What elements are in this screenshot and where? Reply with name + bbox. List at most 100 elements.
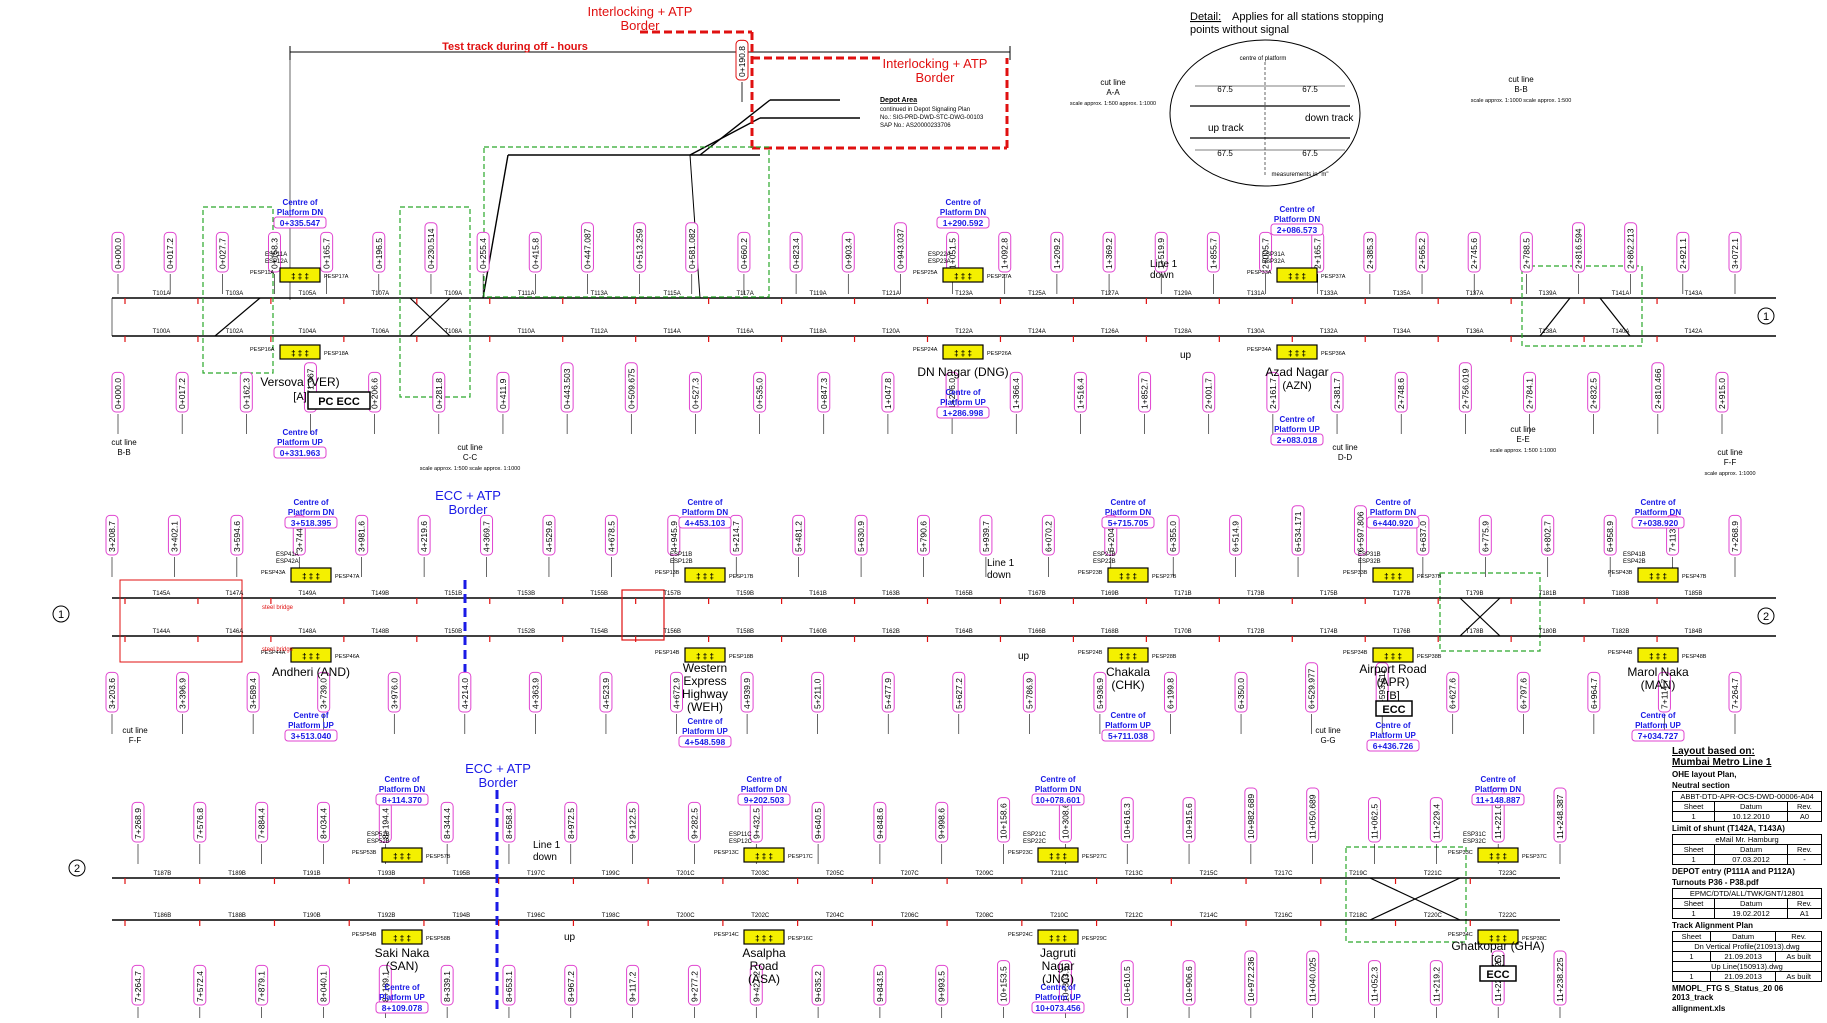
chainage-value: 8+972.5 (566, 808, 576, 839)
centre-platform-dn-value: 7+038.920 (1638, 518, 1679, 528)
legend-doc-2: eMail Mr. Hamburg (1672, 834, 1822, 845)
chainage-box (1415, 231, 1429, 273)
chainage-value: 1+051.5 (948, 238, 958, 269)
row3-chainage-bottom: 10+153.5 (997, 960, 1011, 1006)
row3-chainage-bottom: 11+219.2 (1429, 960, 1443, 1006)
chainage-value: 9+277.2 (689, 971, 699, 1002)
row3-track-section: T206C (901, 913, 920, 919)
gha-ecc-label: ECC (1486, 969, 1509, 981)
row1-track-section: T127A (1101, 291, 1119, 297)
row1-track-section: T140A (1612, 329, 1630, 335)
row2-chainage-bottom: 6+593.611 (1375, 662, 1389, 713)
chainage-box (1102, 231, 1116, 273)
centre-platform-dn-value: 11+148.887 (1476, 795, 1521, 805)
chainage-value: 9+848.6 (875, 808, 885, 839)
centre-platform-up-label: Centre of (1640, 711, 1675, 720)
chainage-box (893, 222, 907, 273)
row3-track-section: T207C (901, 871, 920, 877)
centre-platform-dn-label-2: Platform DN (277, 208, 323, 217)
row1-track-section: T100A (153, 329, 171, 335)
chainage-value: 0+281.8 (434, 378, 444, 409)
gha-ecc-box (1479, 965, 1517, 982)
row2-chainage-top: 5+630.9 (854, 514, 868, 556)
chainage-value: 5+630.9 (856, 521, 866, 552)
row3-chainage-bottom: 11+040.025 (1306, 950, 1320, 1006)
esp-label: ESP31B (1358, 552, 1381, 558)
legend-h-sheet: Sheet (1671, 801, 1716, 812)
chainage-value: 9+993.5 (937, 971, 947, 1002)
chainage-value: 9+843.5 (875, 971, 885, 1002)
row3-chainage-top: 11+248.387 (1553, 787, 1567, 843)
platform-up-box (1037, 929, 1079, 945)
pesp-up-label-2: PESP48B (1682, 654, 1707, 660)
pesp-dn-label-2: PESP27C (1082, 854, 1107, 860)
centre-platform-dn-value: 0+335.547 (280, 218, 321, 228)
chainage-value: 2+161.7 (1268, 378, 1278, 409)
chainage-box (1541, 514, 1555, 556)
pesp-up-label: PESP34C (1448, 932, 1473, 938)
station-san-name: Saki Naka (375, 946, 430, 960)
chainage-value: 7+264.7 (133, 971, 143, 1002)
cut-line-id: C-C (463, 453, 477, 462)
chainage-value: 1+519.9 (1156, 238, 1166, 269)
chainage-value: 3+396.9 (178, 678, 188, 709)
chainage-value: 0+581.082 (687, 228, 697, 269)
chainage-value: 7+884.4 (257, 808, 267, 839)
pesp-dn-label: PESP33A (1247, 270, 1272, 276)
pesp-dn-label: PESP23B (1078, 570, 1103, 576)
chainage-value: 8+339.1 (442, 971, 452, 1002)
row1-track-section: T116A (736, 329, 753, 335)
esp-label: ESP11C (729, 832, 752, 838)
chainage-box (1651, 362, 1665, 413)
row2-track-section: T184B (1685, 629, 1703, 635)
chainage-value: 11+052.3 (1370, 967, 1380, 1002)
row3-track-section: T198C (602, 913, 621, 919)
row1-track-section: T143A (1685, 291, 1703, 297)
chainage-box (1306, 950, 1320, 1006)
row3-track-section: T211C (1050, 871, 1068, 877)
chainage-box (476, 231, 490, 273)
row1-chainage-top: 1+519.9 (1154, 231, 1168, 273)
chainage-value: 6+355.0 (1168, 521, 1178, 552)
chainage-value: 0+190.8 (737, 46, 747, 77)
row1-track-section: T137A (1466, 291, 1484, 297)
row1-chainage-top: 0+165.7 (320, 231, 334, 273)
ecc-border-label-1: ECC + ATP (435, 488, 501, 503)
station-asa-name: Asalpha (742, 946, 786, 960)
legend-h-datum: Datum (1714, 898, 1788, 909)
row1-chainage-top: 1+855.7 (1206, 231, 1220, 273)
centre-platform-dn-value: 3+518.395 (291, 518, 332, 528)
platform-dn-box (1276, 267, 1318, 283)
row2-chainage-bottom: 3+396.9 (176, 671, 190, 713)
row1-chainage-bottom: 0+527.3 (688, 371, 702, 413)
row1-chainage-bottom: 2+810.466 (1651, 362, 1665, 413)
chainage-value: 5+790.6 (919, 521, 929, 552)
row3-chainage-top: 8+034.4 (316, 801, 330, 843)
row3-track-section: T202C (751, 913, 770, 919)
chainage-box (1022, 671, 1036, 713)
chainage-value: 0+447.087 (582, 228, 592, 269)
row2-track-section: T147A (226, 591, 244, 597)
chainage-box (811, 964, 825, 1006)
platform-up-box (279, 344, 321, 360)
pesp-up-label: PESP14B (655, 650, 680, 656)
chainage-value: 1+047.8 (883, 378, 893, 409)
centre-up-box (678, 735, 732, 748)
centre-platform-up-label: Centre of (293, 711, 328, 720)
centre-up-box (1031, 1001, 1085, 1014)
station-apr-name: Airport Road (1359, 662, 1426, 676)
platform-dn-box (684, 567, 726, 583)
row1-chainage-top: 0+196.5 (372, 231, 386, 273)
centre-up-box (1270, 433, 1324, 446)
row1-chainage-top: 3+072.1 (1728, 231, 1742, 273)
cut-line-id: D-D (1338, 453, 1352, 462)
row1-chainage-bottom: 0+509.675 (624, 362, 638, 413)
row1-chainage-bottom: 2+756.019 (1458, 362, 1472, 413)
platform-up-signals: ‡ ‡ ‡ (1049, 934, 1067, 943)
platform-dn-signals: ‡ ‡ ‡ (393, 852, 411, 861)
chainage-value: 5+627.2 (954, 678, 964, 709)
crossover (214, 297, 261, 337)
